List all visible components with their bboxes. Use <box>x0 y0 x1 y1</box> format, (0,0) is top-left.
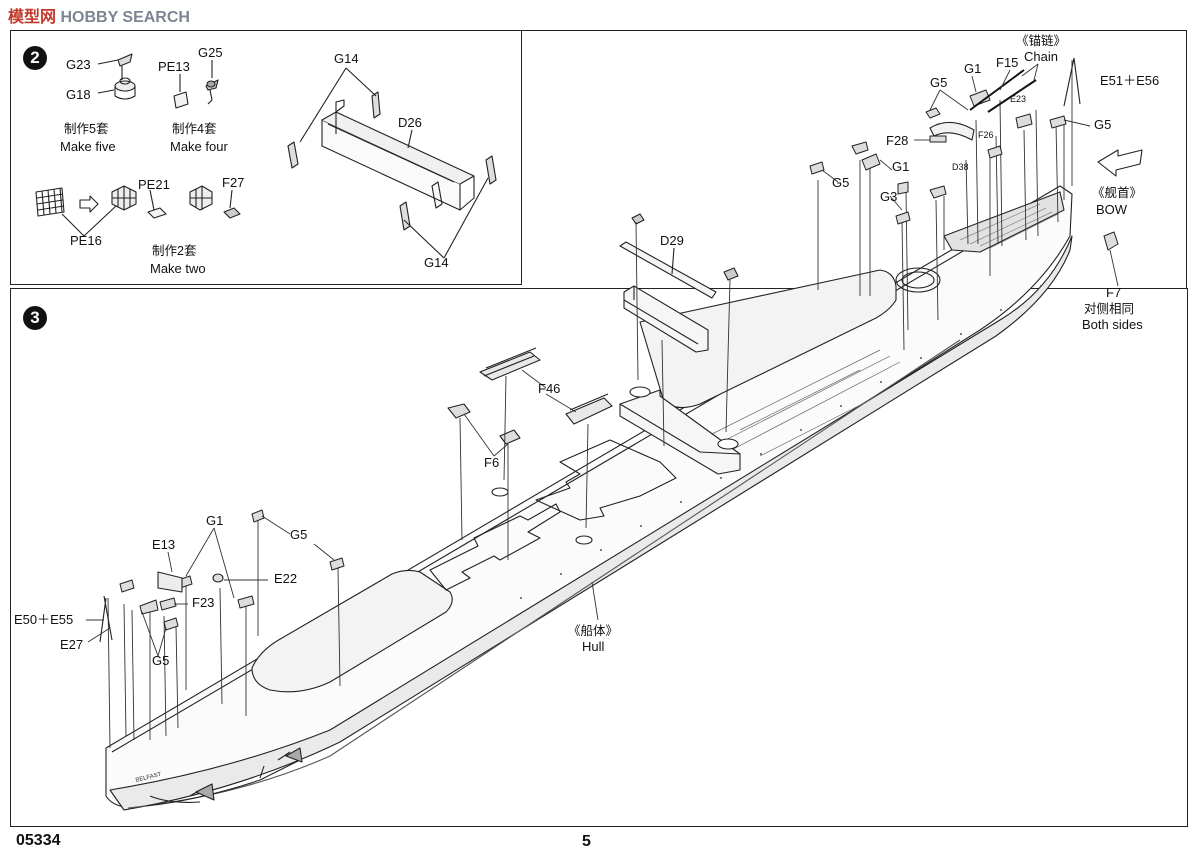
label-e22: E22 <box>274 571 298 586</box>
part-d26-drawing <box>287 91 497 231</box>
label-e27: E27 <box>60 637 84 652</box>
part-pe16-assembled-drawing <box>111 185 167 219</box>
label-f27: F27 <box>222 175 245 190</box>
step-2-badge: 2 <box>23 46 47 70</box>
label-e23: E23 <box>1010 94 1027 104</box>
label-bow-cn: 《舰首》 <box>1092 186 1143 200</box>
step-3-badge: 3 <box>23 306 47 330</box>
label-f26: F26 <box>978 130 994 140</box>
label-g5-low: G5 <box>152 653 170 668</box>
watermark-en: HOBBY SEARCH <box>60 9 190 26</box>
label-pe21: PE21 <box>138 177 170 192</box>
page-number: 5 <box>582 833 591 850</box>
note-make-five-cn: 制作5套 <box>64 122 109 136</box>
label-chain: Chain <box>1024 49 1058 64</box>
label-f28: F28 <box>886 133 909 148</box>
label-f6: F6 <box>484 455 500 470</box>
label-g14-top: G14 <box>334 51 359 66</box>
product-code: 05334 <box>16 832 61 849</box>
note-make-four-cn: 制作4套 <box>172 122 217 136</box>
part-f27-drawing <box>189 185 241 219</box>
label-hull-cn: 《船体》 <box>568 624 619 638</box>
label-f7: F7 <box>1106 285 1122 300</box>
note-make-two: Make two <box>150 261 206 276</box>
label-pe16: PE16 <box>70 233 102 248</box>
note-make-five: Make five <box>60 139 116 154</box>
label-f46: F46 <box>538 381 561 396</box>
label-d26: D26 <box>398 115 422 130</box>
label-g25: G25 <box>198 45 223 60</box>
label-g5-mid: G5 <box>832 175 850 190</box>
label-hull: Hull <box>582 639 605 654</box>
label-e13: E13 <box>152 537 176 552</box>
part-f46-drawing <box>479 347 613 425</box>
step3-frame <box>10 288 1188 827</box>
note-make-two-cn: 制作2套 <box>152 244 197 258</box>
label-both-sides-cn: 对侧相同 <box>1084 302 1135 316</box>
label-g1-mid: G1 <box>892 159 910 174</box>
note-make-four: Make four <box>170 139 228 154</box>
part-g18-g23-drawing <box>114 53 136 100</box>
hull-drawing <box>105 185 1073 811</box>
watermark-logo: 模型网 HOBBY SEARCH <box>8 3 190 27</box>
label-g23: G23 <box>66 57 91 72</box>
label-chain-cn: 《锚链》 <box>1016 34 1067 48</box>
label-both-sides: Both sides <box>1082 317 1143 332</box>
part-pe16-drawing <box>35 187 65 217</box>
step2-frame <box>10 30 522 285</box>
label-d29: D29 <box>660 233 684 248</box>
label-g5-top: G5 <box>930 75 948 90</box>
label-g18: G18 <box>66 87 91 102</box>
label-g5-right: G5 <box>1094 117 1112 132</box>
label-e50-e55: E50＋E55 <box>14 612 74 627</box>
label-g1-top: G1 <box>964 61 982 76</box>
label-g3: G3 <box>880 189 898 204</box>
right-top-frame <box>520 30 1187 289</box>
label-f15: F15 <box>996 55 1019 70</box>
label-pe13: PE13 <box>158 59 190 74</box>
part-d29-drawing <box>619 241 717 353</box>
label-d38: D38 <box>952 162 969 172</box>
label-bow: BOW <box>1096 202 1128 217</box>
label-e51-e56: E51＋E56 <box>1100 73 1160 88</box>
watermark-cn: 模型网 <box>8 9 57 26</box>
label-g14-bottom: G14 <box>424 255 449 270</box>
label-f23: F23 <box>192 595 215 610</box>
label-g1-bottom: G1 <box>206 513 224 528</box>
part-pe13-g25-drawing <box>173 79 219 109</box>
label-g5-bottom: G5 <box>290 527 308 542</box>
